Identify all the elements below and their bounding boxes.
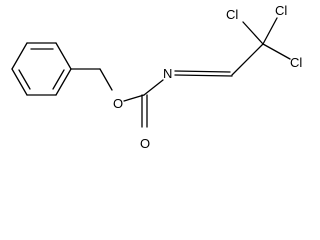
ring-bond — [55, 42, 72, 70]
carbonyl-oxygen-label: O — [140, 136, 150, 151]
ring-bond — [11, 42, 28, 70]
ch2-to-oxygen-bond — [99, 68, 113, 91]
ch-to-ccl3-bond — [231, 43, 264, 76]
chlorine-label-1: Cl — [226, 7, 238, 22]
oxygen-ester-label: O — [113, 96, 123, 111]
c-cl-bond — [262, 43, 291, 60]
ring-inner-double-bond — [18, 69, 31, 90]
chlorine-label-3: Cl — [290, 55, 302, 70]
c-cl-bond — [262, 17, 278, 45]
c-cl-bond — [242, 21, 264, 45]
chemical-structure: O O N Cl Cl Cl O — [11, 3, 302, 151]
carbonyl-to-nitrogen-bond — [143, 79, 164, 96]
imine-double-bond — [174, 70, 231, 73]
nitrogen-label: N — [163, 66, 172, 81]
ring-bond — [11, 68, 28, 96]
oxygen-to-carbonyl-bond — [123, 94, 145, 102]
benzene-ring — [11, 42, 72, 96]
ring-inner-double-bond — [52, 69, 65, 90]
imine-double-bond — [174, 74, 233, 77]
chlorine-label-2: Cl — [275, 3, 287, 18]
ring-bond — [55, 68, 72, 96]
